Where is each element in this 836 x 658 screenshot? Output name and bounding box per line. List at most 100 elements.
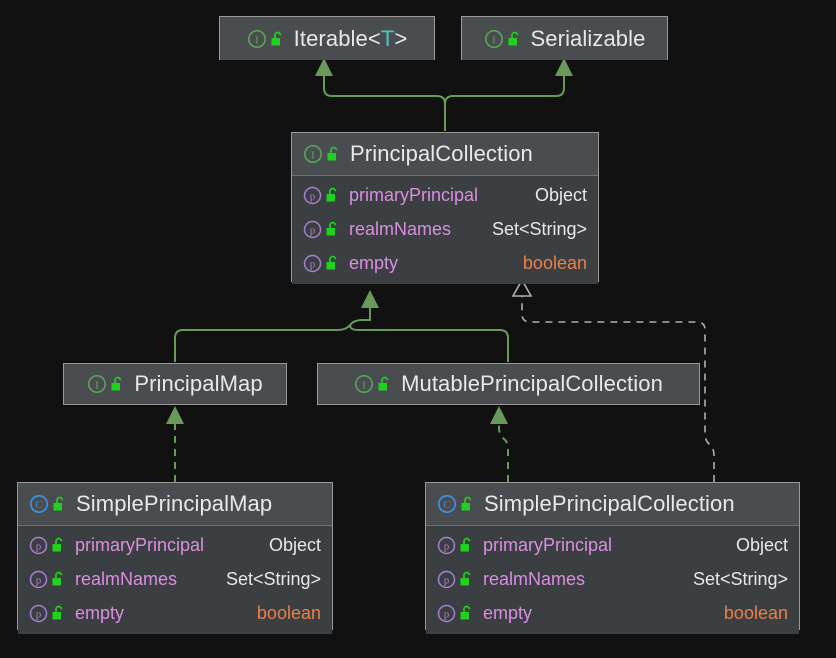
svg-text:p: p — [36, 608, 42, 620]
unlocked-padlock-icon — [377, 376, 392, 392]
arrowhead-serializable — [555, 58, 573, 76]
node-title: MutablePrincipalCollection — [401, 371, 663, 396]
member-name: realmNames — [75, 568, 178, 589]
unlocked-padlock-icon — [460, 496, 475, 512]
svg-text:p: p — [310, 190, 316, 202]
node-serializable[interactable]: I Serializable — [461, 16, 668, 60]
member-type: Object — [268, 534, 321, 555]
node-title: PrincipalCollection — [350, 141, 533, 166]
unlocked-padlock-icon — [51, 605, 66, 621]
node-header: I PrincipalMap — [64, 364, 286, 404]
svg-text:C: C — [35, 499, 42, 511]
node-header: I Serializable — [462, 17, 667, 60]
svg-text:I: I — [311, 150, 315, 162]
unlocked-padlock-icon — [459, 537, 474, 553]
svg-text:C: C — [443, 499, 450, 511]
node-iterable[interactable]: I Iterable<T> — [219, 16, 435, 60]
property-icon: p — [29, 604, 48, 623]
node-header: C SimplePrincipalMap — [18, 483, 332, 526]
node-mutableprincipalcollection[interactable]: I MutablePrincipalCollection — [317, 363, 700, 405]
unlocked-padlock-icon — [326, 146, 341, 162]
unlocked-padlock-icon — [325, 221, 340, 237]
svg-text:p: p — [444, 574, 450, 586]
node-members: p primaryPrincipal Object p realmNames S… — [18, 526, 332, 634]
property-icon: p — [437, 570, 456, 589]
member-row[interactable]: p empty boolean — [292, 246, 598, 280]
member-row[interactable]: p primaryPrincipal Object — [426, 528, 799, 562]
member-row[interactable]: p empty boolean — [18, 596, 332, 630]
svg-text:p: p — [310, 224, 316, 236]
member-name: empty — [349, 252, 399, 273]
member-row[interactable]: p primaryPrincipal Object — [292, 178, 598, 212]
member-type: boolean — [256, 602, 321, 623]
member-name: realmNames — [349, 218, 452, 239]
svg-text:I: I — [95, 380, 99, 392]
node-principalmap[interactable]: I PrincipalMap — [63, 363, 287, 405]
member-name: primaryPrincipal — [483, 534, 613, 555]
unlocked-padlock-icon — [270, 31, 285, 47]
node-principalcollection[interactable]: I PrincipalCollection p primaryPrincipal… — [291, 132, 599, 284]
unlocked-padlock-icon — [325, 187, 340, 203]
member-name: primaryPrincipal — [349, 184, 479, 205]
edge-simpleprincipalcollection-to-mutable — [498, 424, 509, 482]
member-type: Set<String> — [692, 568, 788, 589]
property-icon: p — [437, 536, 456, 555]
property-icon: p — [303, 220, 322, 239]
svg-text:I: I — [255, 34, 259, 46]
member-type: Object — [534, 184, 587, 205]
node-title: SimplePrincipalMap — [76, 491, 273, 516]
unlocked-padlock-icon — [110, 376, 125, 392]
svg-text:p: p — [36, 574, 42, 586]
member-name: primaryPrincipal — [75, 534, 205, 555]
arrowhead-principalcollection-from-middle — [361, 290, 379, 308]
interface-icon: I — [247, 29, 267, 49]
member-type: Set<String> — [225, 568, 321, 589]
member-row[interactable]: p primaryPrincipal Object — [18, 528, 332, 562]
class-icon: C — [437, 494, 457, 514]
unlocked-padlock-icon — [51, 571, 66, 587]
node-simpleprincipalcollection[interactable]: C SimplePrincipalCollection p primaryPri… — [425, 482, 800, 634]
unlocked-padlock-icon — [325, 255, 340, 271]
property-icon: p — [303, 186, 322, 205]
svg-text:p: p — [36, 540, 42, 552]
interface-icon: I — [87, 374, 107, 394]
interface-icon: I — [484, 29, 504, 49]
member-row[interactable]: p realmNames Set<String> — [18, 562, 332, 596]
node-header: I Iterable<T> — [220, 17, 434, 60]
svg-text:I: I — [492, 34, 496, 46]
arrowhead-mutableprincipalcollection — [490, 406, 508, 424]
interface-icon: I — [303, 144, 323, 164]
node-title: SimplePrincipalCollection — [484, 491, 735, 516]
member-row[interactable]: p empty boolean — [426, 596, 799, 630]
node-header: I PrincipalCollection — [292, 133, 598, 176]
arrowhead-principalmap — [166, 406, 184, 424]
arrowhead-iterable — [315, 58, 333, 76]
node-header: C SimplePrincipalCollection — [426, 483, 799, 526]
svg-text:p: p — [444, 540, 450, 552]
member-type: Object — [735, 534, 788, 555]
member-name: empty — [483, 602, 533, 623]
member-row[interactable]: p realmNames Set<String> — [292, 212, 598, 246]
node-members: p primaryPrincipal Object p realmNames S… — [426, 526, 799, 634]
property-icon: p — [303, 254, 322, 273]
member-name: realmNames — [483, 568, 586, 589]
node-members: p primaryPrincipal Object p realmNames S… — [292, 176, 598, 284]
member-type: boolean — [723, 602, 788, 623]
unlocked-padlock-icon — [459, 605, 474, 621]
unlocked-padlock-icon — [51, 537, 66, 553]
class-icon: C — [29, 494, 49, 514]
property-icon: p — [29, 536, 48, 555]
node-simpleprincipalmap[interactable]: C SimplePrincipalMap p primaryPrincipal … — [17, 482, 333, 634]
edge-middle-to-principalcollection — [174, 308, 509, 362]
svg-text:p: p — [444, 608, 450, 620]
unlocked-padlock-icon — [459, 571, 474, 587]
unlocked-padlock-icon — [507, 31, 522, 47]
node-header: I MutablePrincipalCollection — [318, 364, 699, 404]
node-title: PrincipalMap — [134, 371, 263, 396]
node-title: Iterable<T> — [293, 25, 408, 51]
node-title: Serializable — [530, 25, 646, 51]
member-row[interactable]: p realmNames Set<String> — [426, 562, 799, 596]
member-type: Set<String> — [491, 218, 587, 239]
member-name: empty — [75, 602, 125, 623]
